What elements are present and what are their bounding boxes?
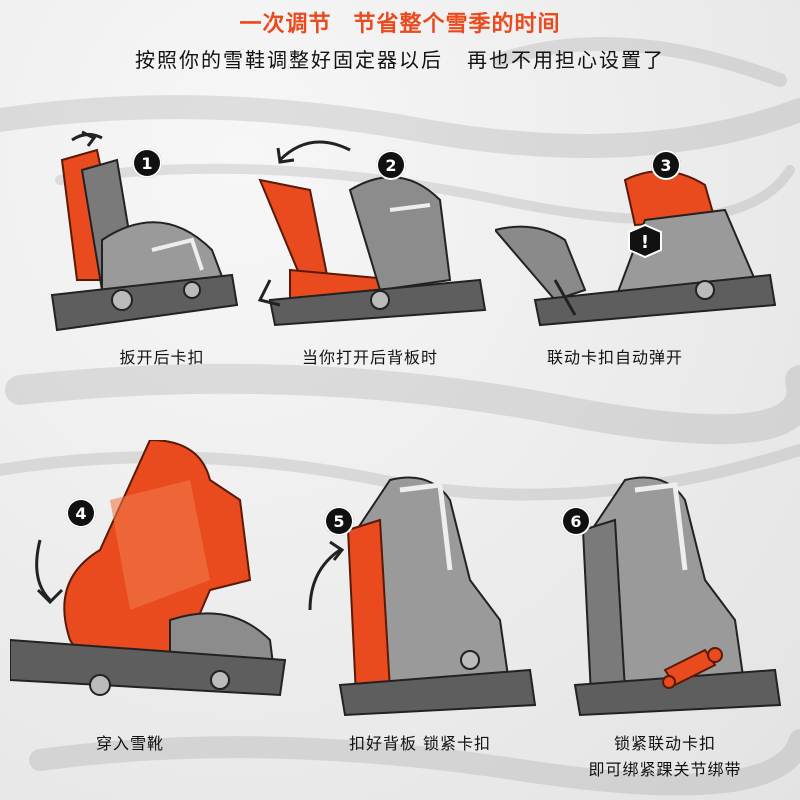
step-caption-line-2: 即可绑紧踝关节绑带 [588, 760, 742, 779]
title-part-2: 节省整个雪季的时间 [353, 12, 561, 37]
step-1: 1 扳开后卡扣 [42, 110, 282, 410]
header: 一次调节节省整个雪季的时间 按照你的雪鞋调整好固定器以后再也不用担心设置了 [0, 6, 800, 73]
step-number-badge: 2 [376, 150, 406, 180]
step-caption-line-1: 锁紧联动卡扣 [613, 734, 716, 753]
binding-strap-pops-open-illustration: ! [495, 170, 777, 327]
step-caption: 当你打开后背板时 [301, 348, 438, 367]
binding-open-highback-illustration [50, 130, 239, 332]
step-6: 6 锁紧联动卡扣 即可绑紧踝关节绑带 [545, 440, 785, 779]
step-number-badge: 3 [651, 150, 681, 180]
strap-locked-illustration [573, 476, 782, 717]
step-number-badge: 5 [324, 506, 354, 536]
step-5: 5 扣好背板 锁紧卡扣 [300, 440, 540, 753]
step-4: 4 穿入雪靴 [10, 440, 287, 753]
step-3: ! 3 联动卡扣自动弹开 [495, 110, 777, 410]
boot-locked-highback-illustration [308, 476, 537, 717]
step-2: 2 当你打开后背板时 [250, 110, 490, 410]
step-caption: 穿入雪靴 [95, 734, 164, 753]
title-part-1: 一次调节 [239, 12, 332, 37]
step-number-badge: 6 [561, 506, 591, 536]
step-caption: 联动卡扣自动弹开 [546, 348, 683, 367]
binding-highback-opening-illustration [257, 140, 487, 327]
subtitle-part-1: 按照你的雪鞋调整好固定器以后 [135, 48, 443, 72]
boot-insert-illustration [10, 440, 287, 697]
step-caption: 锁紧联动卡扣 即可绑紧踝关节绑带 [545, 732, 785, 782]
step-caption: 扣好背板 锁紧卡扣 [348, 734, 492, 753]
subtitle-part-2: 再也不用担心设置了 [467, 48, 665, 72]
step-number-badge: 4 [66, 498, 96, 528]
title-line-1: 一次调节节省整个雪季的时间 [0, 6, 800, 38]
svg-text:!: ! [641, 232, 649, 253]
step-number-badge: 1 [132, 148, 162, 178]
title-line-2: 按照你的雪鞋调整好固定器以后再也不用担心设置了 [0, 44, 800, 73]
step-caption: 扳开后卡扣 [119, 348, 205, 367]
